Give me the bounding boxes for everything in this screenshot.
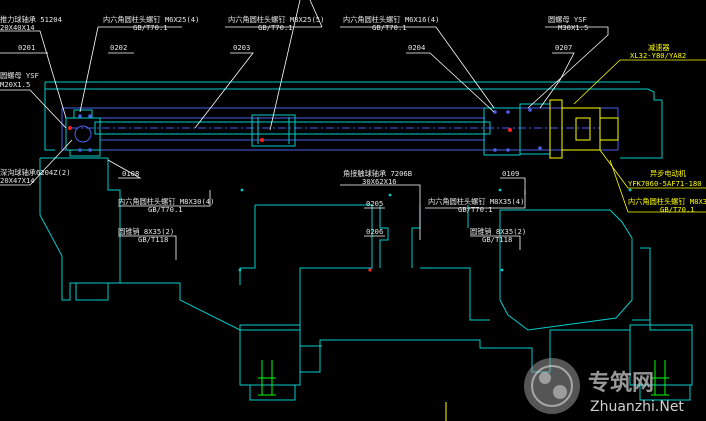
label-bearing-mid-size: 30X62X16 (362, 177, 397, 186)
label-pin-right-std: GB/T118 (482, 235, 512, 244)
label-screw-4-std: GB/T70.1 (148, 205, 183, 214)
label-0201: 0201 (18, 43, 35, 52)
inner-frame-lines (61, 107, 619, 151)
label-0109: 0109 (502, 169, 519, 178)
label-nut-right-size: M30X1.5 (558, 23, 588, 32)
label-0108: 0108 (122, 169, 139, 178)
label-bearing-left: 深沟球轴承6204Z(2) (0, 168, 71, 177)
label-pin-right: 圆锥销 8X35(2) (470, 227, 526, 236)
label-bearing-left-size: 20X47X14 (0, 176, 35, 185)
watermark-title: 专筑网 (588, 370, 654, 396)
label-screw-4: 内六角圆柱头螺钉 M8X30(4) (118, 197, 214, 206)
leader-lines (0, 0, 609, 260)
label-screw-6: 内六角圆柱头螺钉 M8X3 (628, 197, 706, 206)
label-screw-2-std: GB/T70.1 (258, 23, 293, 32)
label-nut-right: 圆螺母 YSF (548, 15, 587, 24)
ball-screw-assembly (65, 99, 619, 159)
label-pin-left: 圆锥销 8X35(2) (118, 227, 174, 236)
center-marks (68, 126, 512, 272)
label-0202: 0202 (110, 43, 127, 52)
label-nut-left-size: M20X1.5 (0, 80, 30, 89)
label-motor-model: YFK7060-5AF71-180 (628, 179, 702, 188)
watermark-url: Zhuanzhi.Net (590, 399, 684, 415)
bearing-bolt-marks (78, 108, 542, 152)
label-thrust-bearing: 推力球轴承 51204 (0, 15, 62, 24)
label-screw-2: 内六角圆柱头螺钉 M8X25(5) (228, 15, 324, 24)
label-screw-3-std: GB/T70.1 (372, 23, 407, 32)
label-0205: 0205 (366, 199, 383, 208)
label-pin-left-std: GB/T118 (138, 235, 168, 244)
watermark: 专筑网 Zhuanzhi.Net (524, 358, 684, 415)
label-screw-6-std: GB/T70.1 (660, 205, 695, 214)
callout-labels: 推力球轴承 51204 20X40X14 0201 内六角圆柱头螺钉 M6X25… (0, 15, 706, 244)
label-thrust-bearing-size: 20X40X14 (0, 23, 35, 32)
label-reducer-model: XL32-Y80/YA82 (630, 51, 686, 60)
label-0207: 0207 (555, 43, 572, 52)
label-screw-3: 内六角圆柱头螺钉 M6X16(4) (343, 15, 439, 24)
label-screw-1: 内六角圆柱头螺钉 M6X25(4) (103, 15, 199, 24)
hole-marks (238, 188, 632, 272)
label-motor: 异步电动机 (650, 169, 687, 178)
label-0206: 0206 (366, 227, 383, 236)
label-reducer: 减速器 (648, 43, 670, 52)
label-bearing-mid: 角接触球轴承 7206B (343, 169, 412, 178)
anchor-bolts (258, 360, 669, 396)
label-screw-1-std: GB/T70.1 (133, 23, 168, 32)
highlight-leaders (573, 59, 706, 213)
label-0204: 0204 (408, 43, 425, 52)
label-nut-left: 圆螺母 YSF (0, 71, 39, 80)
label-0203: 0203 (233, 43, 250, 52)
label-screw-5-std: GB/T70.1 (458, 205, 493, 214)
label-screw-5: 内六角圆柱头螺钉 M8X35(4) (428, 197, 524, 206)
